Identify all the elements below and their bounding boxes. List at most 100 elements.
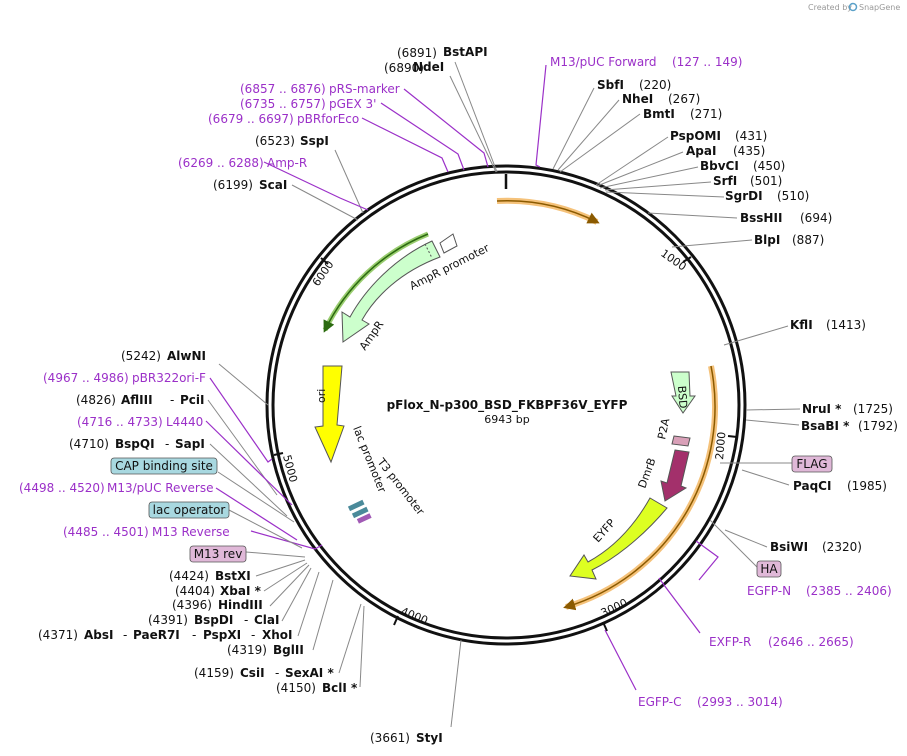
lac-operator-label: lac operator (153, 503, 226, 517)
site-bspqi-sep: - (165, 437, 169, 451)
primer-l4440-range: (4716 .. 4733) (77, 415, 163, 429)
site-bsiwi-pos: (2320) (822, 540, 862, 554)
site-afliii-name: AflIII (121, 393, 153, 407)
site-xhoi-name: XhoI (262, 628, 293, 642)
site-absi-sep: - (123, 628, 127, 642)
site-bstxi-name: BstXI (215, 569, 251, 583)
primer-pbr-name: pBRforEco (297, 112, 359, 126)
site-bstxi-pos: (4424) (169, 569, 209, 583)
site-bstapi-pos: (6891) (397, 46, 437, 60)
site-afliii-pos: (4826) (76, 393, 116, 407)
ori-label: ori (315, 389, 328, 403)
site-ndei-name: NdeI (413, 60, 444, 74)
credit-brand: SnapGene (859, 3, 900, 12)
site-bbvci-name: BbvCI (700, 159, 739, 173)
lac-operator-marks (347, 499, 372, 524)
site-bspdi-pos: (4391) (148, 613, 188, 627)
site-sapi-name: SapI (175, 437, 205, 451)
site-bsiwi-name: BsiWI (770, 540, 808, 554)
m13-rev-label: M13 rev (194, 547, 243, 561)
site-bspdi-name: BspDI (194, 613, 233, 627)
site-paer7i-name: PaeR7I (133, 628, 180, 642)
ampr-promoter-arrow (439, 233, 458, 254)
p2a-label: P2A (655, 417, 672, 441)
site-sspi-pos: (6523) (255, 134, 295, 148)
scale-ticks (273, 256, 738, 632)
site-scai-name: ScaI (259, 178, 287, 192)
primer-m13puc-rev-name: M13/pUC Reverse (107, 481, 214, 495)
site-pspxi-name: PspXI (203, 628, 241, 642)
primer-egfp-n-range: (2385 .. 2406) (806, 584, 892, 598)
site-paqci-name: PaqCI (793, 479, 831, 493)
tick-3000: 3000 (599, 596, 630, 620)
m13-rev-box (189, 545, 247, 563)
site-styi-name: StyI (416, 731, 443, 745)
tick-4000: 4000 (399, 605, 430, 628)
primer-leader-lines (205, 64, 719, 691)
site-bmti-pos: (271) (690, 107, 722, 121)
dmrb-arrow (660, 449, 690, 502)
ampr-gene-arrow (341, 240, 441, 343)
site-pspomi-pos: (431) (735, 129, 767, 143)
site-xbai-pos: (4404) (175, 584, 215, 598)
site-bspqi-name: BspQI (115, 437, 155, 451)
cap-binding-site-box (110, 457, 218, 475)
site-clai-name: ClaI (254, 613, 279, 627)
site-ndei-pos: (6890) (384, 61, 424, 75)
site-paqci-pos: (1985) (847, 479, 887, 493)
flag-label: FLAG (796, 457, 827, 471)
site-nrui-pos: (1725) (853, 402, 893, 416)
dmrb-label: DmrB (636, 456, 659, 490)
site-bcli-pos: (4150) (276, 681, 316, 695)
site-absi-name: AbsI (84, 628, 113, 642)
flag-box (791, 455, 833, 473)
plasmid-name: pFlox_N-p300_BSD_FKBPF36V_EYFP (387, 398, 628, 413)
primer-pbr322-name: pBR322ori-F (132, 371, 206, 385)
site-sgrdi-pos: (510) (777, 189, 809, 203)
snapgene-logo-icon (848, 2, 858, 12)
primer-egfp-n-name: EGFP-N (747, 584, 791, 598)
site-sspi-name: SspI (300, 134, 329, 148)
ori-arrow (314, 365, 345, 464)
eyfp-arrow (569, 497, 668, 580)
tick-1000: 1000 (658, 247, 688, 274)
site-apai-pos: (435) (733, 144, 765, 158)
primer-exfp-r-name: EXFP-R (709, 635, 751, 649)
site-bmti-name: BmtI (643, 107, 675, 121)
site-csii-sep: - (275, 666, 279, 680)
site-pcii-name: PciI (180, 393, 205, 407)
lac-operator-box (148, 501, 230, 519)
primer-m13puc-rev-range: (4498 .. 4520) (19, 481, 105, 495)
primer-l4440-name: L4440 (166, 415, 203, 429)
site-nhei-pos: (267) (668, 92, 700, 106)
site-srfi-name: SrfI (713, 174, 737, 188)
site-absi-sep3: - (251, 628, 255, 642)
site-bsabi-name: BsaBI * (801, 419, 850, 433)
site-nhei-name: NheI (622, 92, 653, 106)
site-bglii-pos: (4319) (227, 643, 267, 657)
plasmid-size: 6943 bp (484, 413, 529, 426)
site-csii-pos: (4159) (194, 666, 234, 680)
primer-pgex-range: (6735 .. 6757) (240, 97, 326, 111)
site-xbai-name: XbaI * (220, 584, 262, 598)
site-absi-pos: (4371) (38, 628, 78, 642)
site-bspdi-sep: - (244, 613, 248, 627)
site-absi-sep2: - (192, 628, 196, 642)
site-afliii-sep: - (170, 393, 174, 407)
primer-pgex-name: pGEX 3' (329, 97, 376, 111)
site-sexai-name: SexAI * (285, 666, 334, 680)
site-hindiii-name: HindIII (218, 598, 263, 612)
primer-m13puc-fwd-range: (127 .. 149) (672, 55, 742, 69)
site-blpi-name: BlpI (754, 233, 780, 247)
bsd-label: BSD (675, 385, 690, 409)
site-kfli-name: KflI (790, 318, 813, 332)
site-alwni-name: AlwNI (167, 349, 206, 363)
site-kfli-pos: (1413) (826, 318, 866, 332)
site-styi-pos: (3661) (370, 731, 410, 745)
site-csii-name: CsiI (240, 666, 265, 680)
site-scai-pos: (6199) (213, 178, 253, 192)
site-apai-name: ApaI (686, 144, 716, 158)
p2a-block (671, 435, 691, 447)
site-bstapi-name: BstAPI (443, 45, 488, 59)
